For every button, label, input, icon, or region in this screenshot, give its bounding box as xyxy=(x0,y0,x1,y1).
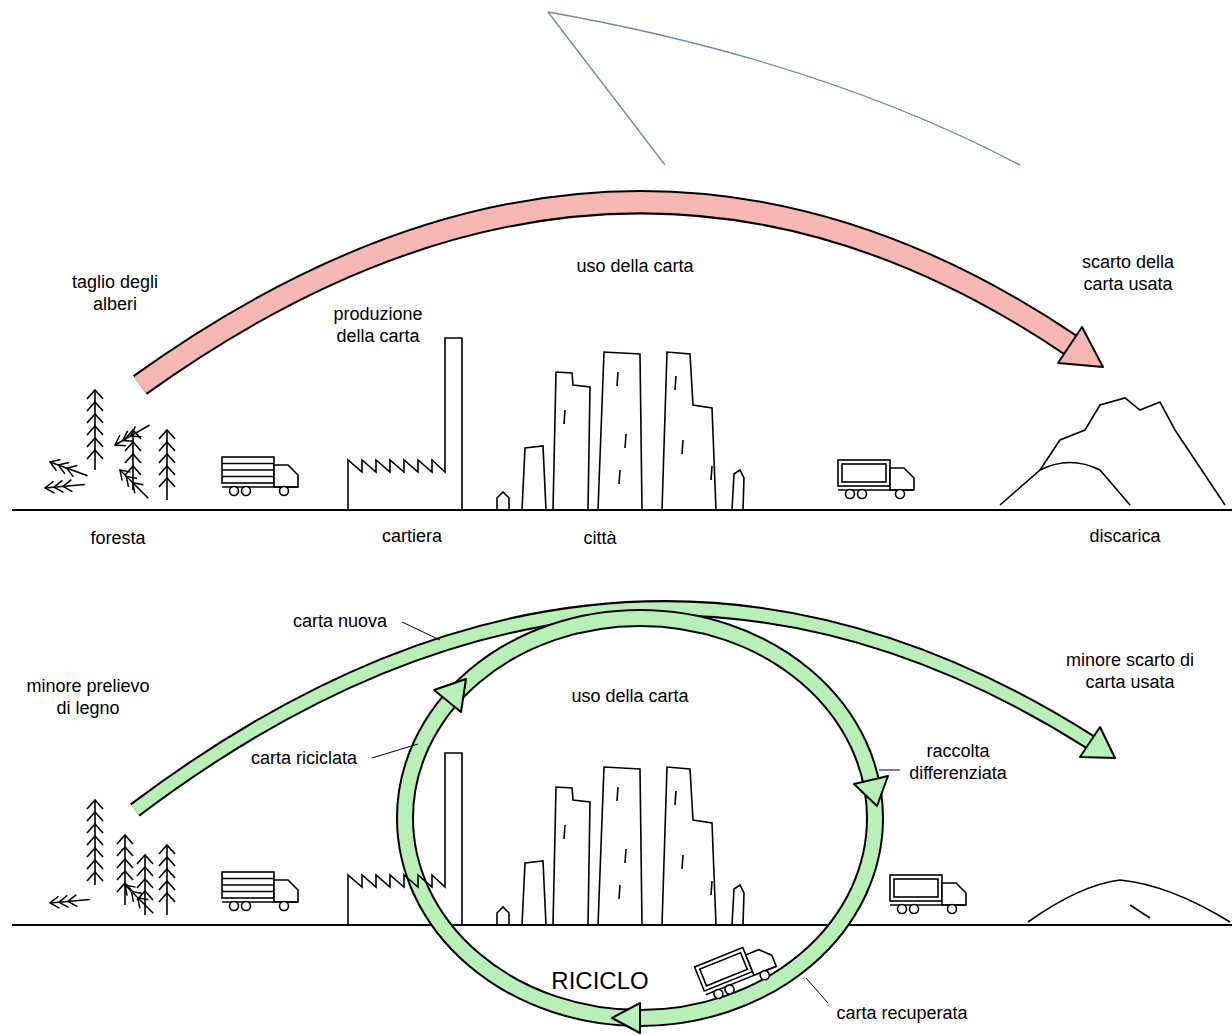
diagram-label: uso della carta xyxy=(535,686,725,708)
tree-symbol xyxy=(87,390,103,470)
truck xyxy=(695,938,780,1002)
landfill-large xyxy=(1000,398,1225,505)
city-buildings xyxy=(497,767,744,925)
diagram-label: produzione della carta xyxy=(323,304,433,348)
diagram-label: carta riciclata xyxy=(224,748,384,770)
diagram-label: carta nuova xyxy=(275,611,405,633)
diagram-label: minore scarto di carta usata xyxy=(1065,650,1195,694)
felled-tree xyxy=(49,894,90,909)
leader-line xyxy=(372,744,418,758)
tree-symbol xyxy=(117,835,133,905)
felled-tree xyxy=(112,420,153,450)
truck xyxy=(838,460,914,499)
loop-title: RICICLO xyxy=(530,966,670,995)
ground-line xyxy=(12,509,1232,511)
recycling-loop xyxy=(405,618,888,1033)
log-truck xyxy=(222,872,298,911)
tree-symbol xyxy=(159,430,175,500)
leader-line xyxy=(879,770,900,771)
diagram-label: carta recuperata xyxy=(817,1003,987,1025)
felled-tree xyxy=(116,466,153,503)
paper-mill xyxy=(348,338,462,510)
landfill-small xyxy=(1028,880,1230,922)
diagram-label: città xyxy=(550,528,650,550)
diagram-label: scarto della carta usata xyxy=(1071,252,1186,296)
diagram-label: minore prelievo di legno xyxy=(20,676,156,720)
scene-top xyxy=(44,338,914,510)
diagram-label: discarica xyxy=(1060,526,1190,548)
diagram-label: cartiera xyxy=(352,526,472,548)
diagram-label: taglio degli alberi xyxy=(60,272,170,316)
paper-mill xyxy=(348,753,462,925)
diagram-label: raccolta differenziata xyxy=(901,741,1016,785)
leader-line xyxy=(806,978,828,1003)
felled-tree xyxy=(48,456,90,481)
linear-flow-arrow xyxy=(140,202,1103,385)
leader-line xyxy=(402,622,440,640)
log-truck xyxy=(222,457,298,496)
scene-bottom xyxy=(49,753,966,925)
tree-symbol xyxy=(87,800,103,885)
city-buildings xyxy=(497,352,744,510)
tree-symbol xyxy=(159,845,175,915)
new-paper-arrow xyxy=(135,608,1115,810)
felled-tree xyxy=(44,479,85,494)
diagram-label: uso della carta xyxy=(540,256,730,278)
felled-tree xyxy=(121,881,158,918)
ground-line xyxy=(12,924,1232,926)
blue-arc xyxy=(548,12,1020,165)
diagram-label: foresta xyxy=(58,528,178,550)
blue-line xyxy=(548,12,665,165)
truck xyxy=(890,875,966,914)
